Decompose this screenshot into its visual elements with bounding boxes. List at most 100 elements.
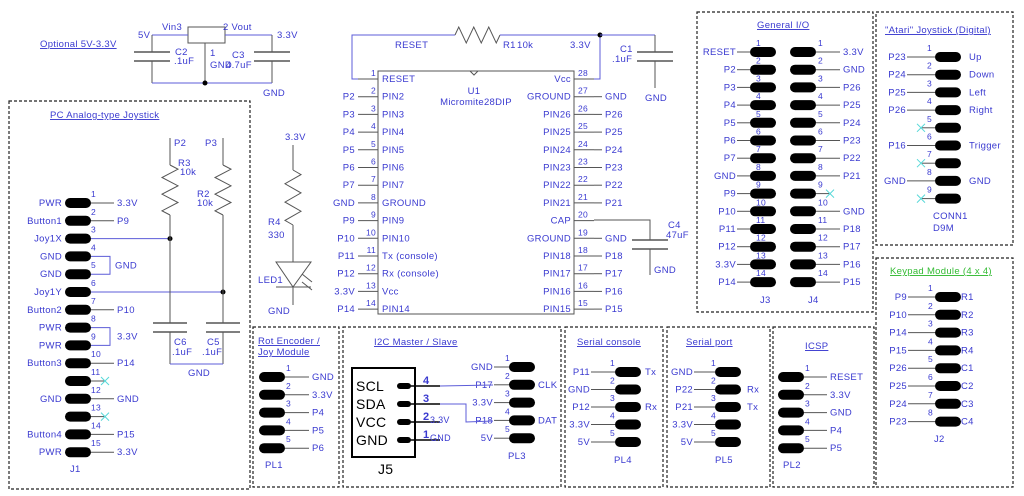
pin-label: 5V <box>481 433 494 444</box>
net-label: P18 <box>605 251 623 262</box>
pin-number: 3 <box>423 393 429 405</box>
pin-label: R4 <box>961 345 974 356</box>
net-label: P3 <box>343 109 355 120</box>
net-gnd: GND <box>263 88 285 99</box>
pin-number: 7 <box>818 144 823 154</box>
pin-label: C4 <box>961 417 974 428</box>
pin-pad <box>778 407 804 418</box>
junction-dot <box>202 80 208 86</box>
pin-number: 2 <box>711 376 716 386</box>
pin-label: Button3 <box>27 358 62 369</box>
pin-pad <box>750 241 776 252</box>
keypad-title: Keypad Module (4 x 4) <box>890 266 992 277</box>
bracket-gnd-label: GND <box>115 260 137 271</box>
pin-label: RESET <box>703 47 736 58</box>
pin-number: 7 <box>928 390 933 400</box>
pin-number: 12 <box>756 233 766 243</box>
pin-number: 14 <box>818 268 828 278</box>
pin-number: 13 <box>756 250 766 260</box>
pin-number: 22 <box>578 174 588 184</box>
pin-label: P3 <box>724 82 736 93</box>
pc-joystick-section <box>8 100 251 490</box>
j5-pin-name: VCC <box>356 414 386 430</box>
pin-number: 26 <box>578 103 588 113</box>
pin-number: 10 <box>818 197 828 207</box>
conn1-part: D9M <box>933 223 954 234</box>
pin-number: 5 <box>927 114 932 124</box>
rot-encoder-title: Rot Encoder / <box>258 336 320 347</box>
pin-pad <box>750 135 776 146</box>
pin-number: 5 <box>371 139 376 149</box>
pin-number: 13 <box>91 403 101 413</box>
pl4-ref: PL4 <box>614 455 632 466</box>
no-connect-icon <box>100 412 110 421</box>
pl1-ref: PL1 <box>265 460 283 471</box>
pin-label: Button4 <box>27 429 62 440</box>
pin-pad <box>65 251 91 262</box>
pin-pad <box>715 367 741 377</box>
pin-label: GND <box>830 408 852 419</box>
pin-pad <box>790 277 816 288</box>
r2-value: 10k <box>197 198 213 209</box>
c6-value: .1uF <box>172 347 192 358</box>
rot-encoder-title-2: Joy Module <box>258 347 310 358</box>
pin-label: Right <box>969 105 993 116</box>
pin-pad <box>750 100 776 111</box>
pin-name: PIN18 <box>543 251 571 262</box>
pin-label: 3.3V <box>117 447 138 458</box>
net-label: P26 <box>605 109 623 120</box>
pin-name: Vcc <box>554 74 571 85</box>
pin-number: 10 <box>366 227 376 237</box>
pin-number: 4 <box>928 336 933 346</box>
pin-label: P23 <box>888 52 906 63</box>
net-label: P5 <box>343 145 355 156</box>
pin-label: GND <box>40 269 62 280</box>
pin-number: 6 <box>756 127 761 137</box>
pin-number: 12 <box>91 385 101 395</box>
pin-number: 6 <box>371 157 376 167</box>
net-label: GND <box>333 198 355 209</box>
c5-ref: C5 <box>207 337 220 348</box>
pin-pad <box>509 433 535 444</box>
c3-ref: C3 <box>232 50 245 61</box>
net-5v: 5V <box>138 30 151 41</box>
pin-label: Joy1Y <box>34 287 62 298</box>
pin-number: 6 <box>818 127 823 137</box>
resistor-icon <box>160 164 180 216</box>
pin-name: PIN23 <box>543 163 571 174</box>
pin-pad <box>790 153 816 164</box>
pin-number: 19 <box>578 227 588 237</box>
j5-pin-name: GND <box>356 432 388 448</box>
pin-label: P9 <box>724 189 736 200</box>
pin-label: PWR <box>39 447 62 458</box>
pin-name: PIN21 <box>543 198 571 209</box>
bracket-pwr-label: 3.3V <box>117 332 138 343</box>
c1-value: .1uF <box>612 54 632 65</box>
pin-number: 15 <box>578 298 588 308</box>
pin-pad <box>65 304 91 315</box>
c4-ref: C4 <box>668 220 681 231</box>
pin-pad <box>935 327 961 338</box>
pin-number: 1 <box>928 283 933 293</box>
pin-pad <box>935 309 961 320</box>
no-connect-icon <box>916 123 926 133</box>
pin-number: 10 <box>91 349 101 359</box>
pin-label: C3 <box>961 399 974 410</box>
pin-pad <box>750 82 776 93</box>
pin-label: Button1 <box>27 216 62 227</box>
vcc-wire <box>500 34 601 80</box>
pin-pad <box>790 206 816 217</box>
j3-ref: J3 <box>760 295 771 306</box>
c6-ref: C6 <box>174 337 187 348</box>
pin-label: PWR <box>39 323 62 334</box>
pin-label: P4 <box>312 408 324 419</box>
pin-number: 3 <box>711 393 716 403</box>
pin-name: PIN4 <box>382 127 404 138</box>
pin-label: P16 <box>888 141 906 152</box>
pin-label: 3.3V <box>715 259 736 270</box>
pin-pad <box>790 47 816 57</box>
pin-pad <box>397 383 411 389</box>
pin-label: 3.3V <box>117 198 138 209</box>
